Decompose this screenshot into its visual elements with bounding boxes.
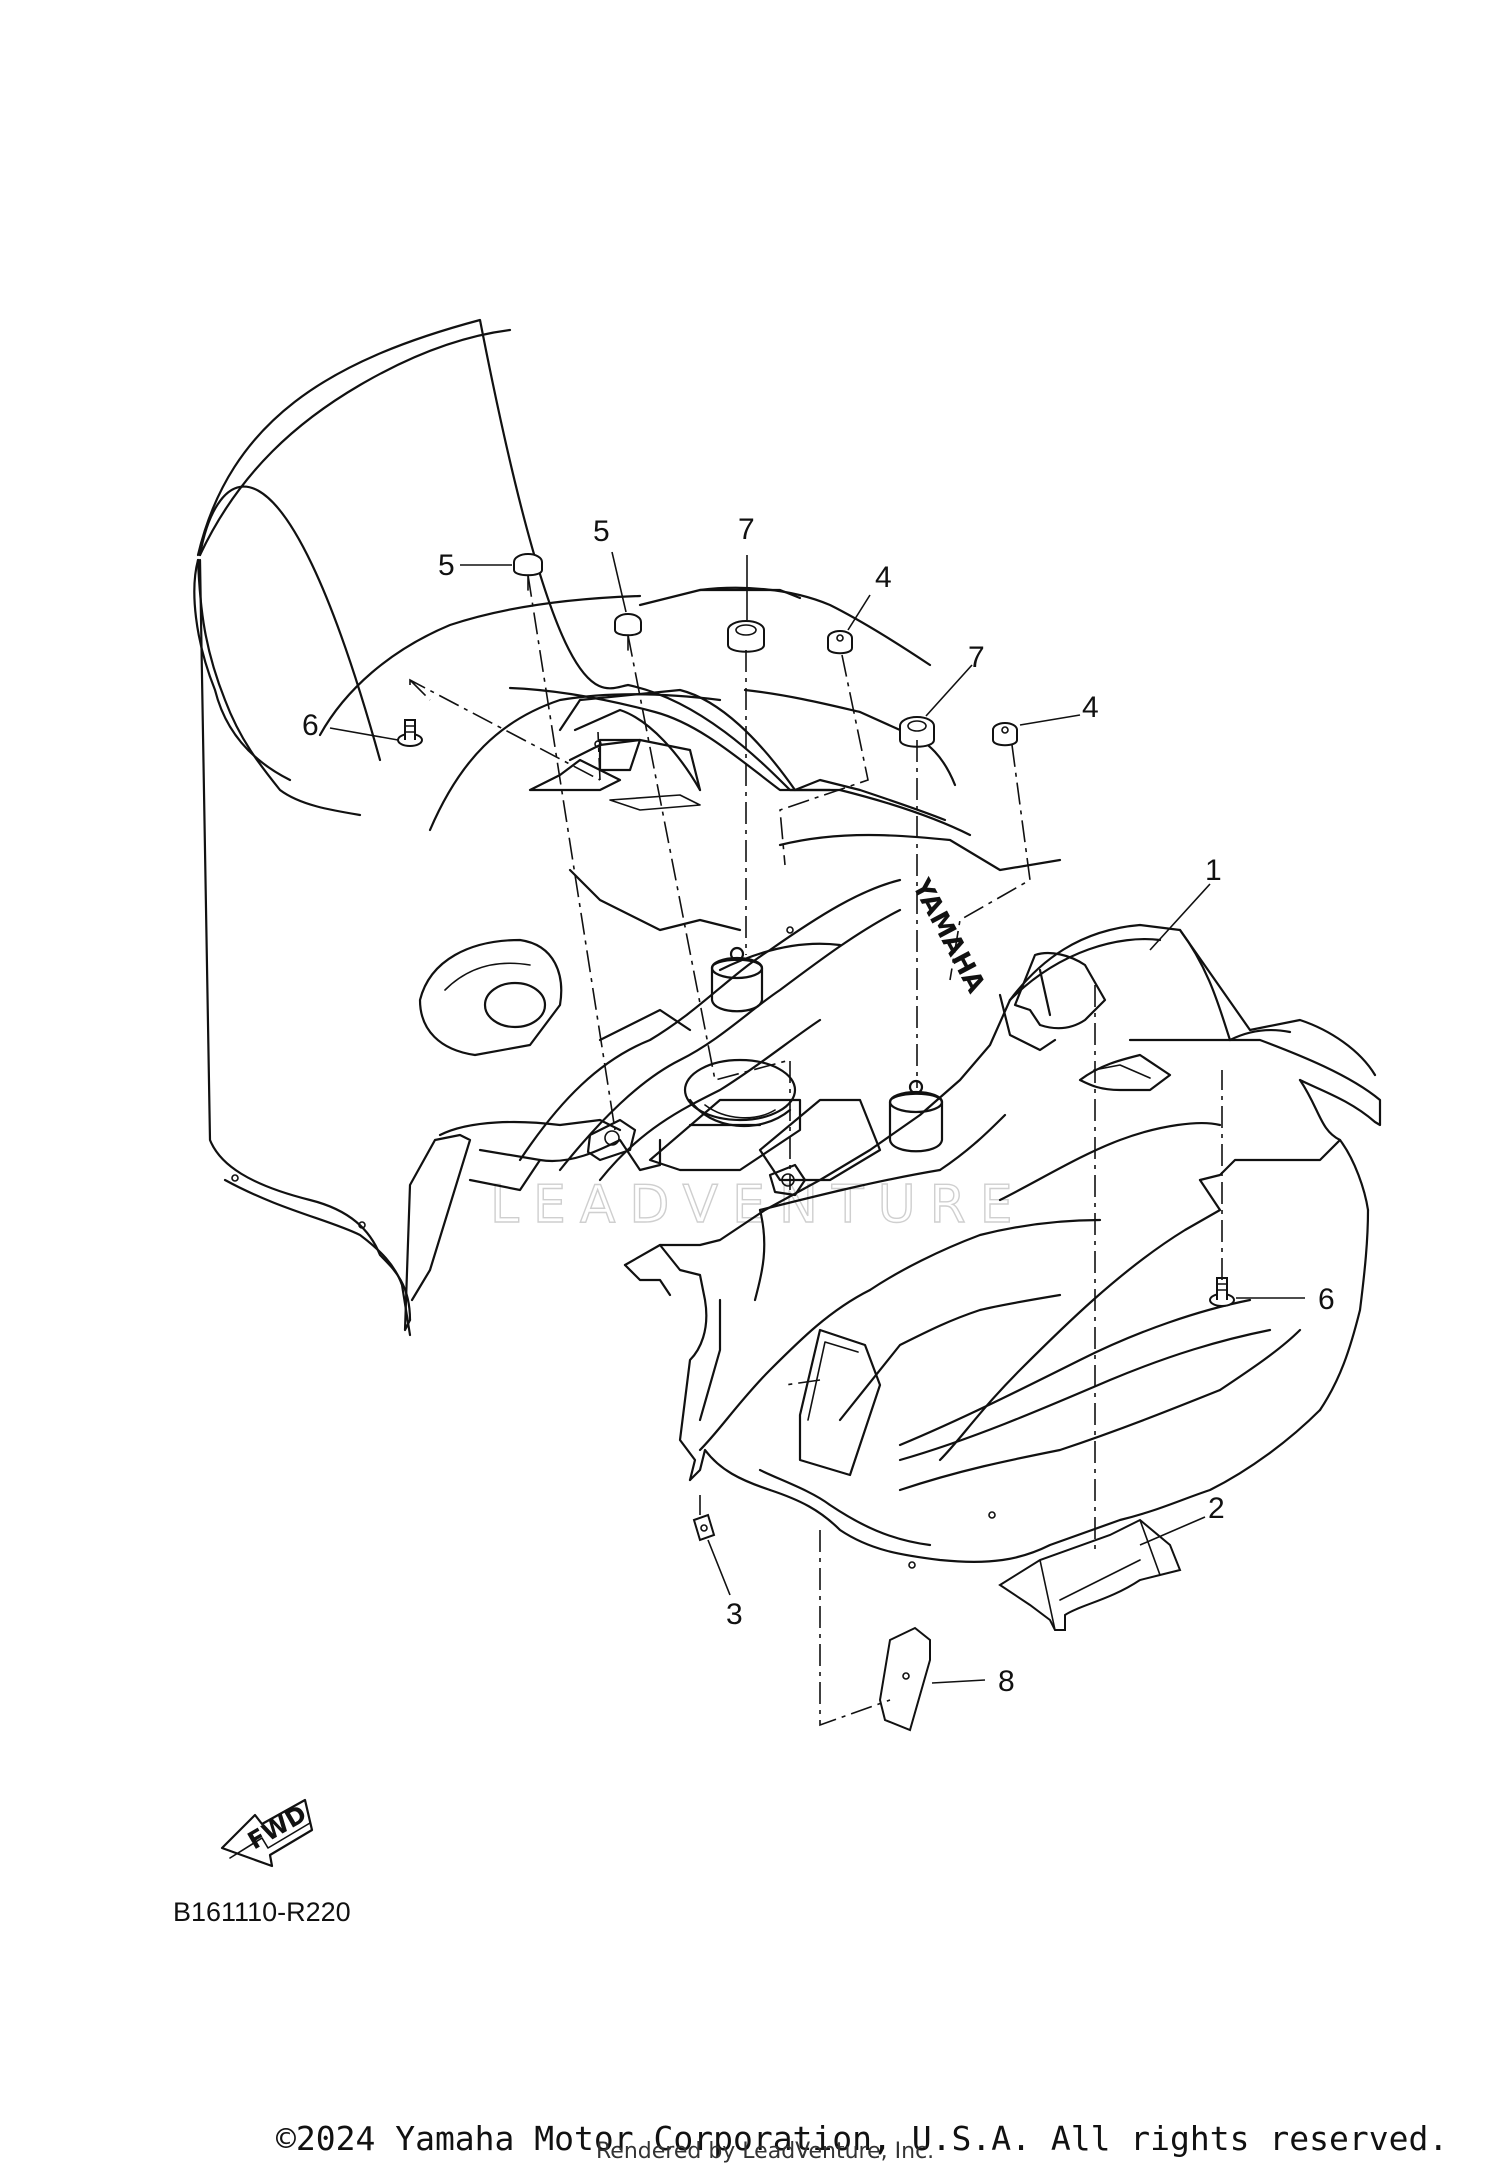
- screw-5-left[interactable]: [513, 553, 543, 591]
- bolt-6-right[interactable]: [1209, 1277, 1235, 1307]
- reflector-8[interactable]: [878, 1626, 931, 1732]
- callout-leaders: [329, 551, 1305, 1684]
- yamaha-brand-text: YAMAHA: [905, 873, 990, 998]
- callout-5-right: 5: [593, 515, 610, 548]
- grommet-7-left[interactable]: [727, 620, 765, 653]
- callout-6-right: 6: [1318, 1283, 1335, 1316]
- rear-fender[interactable]: YAMAHA: [193, 318, 1382, 1569]
- clip-nut-3[interactable]: [692, 1513, 716, 1542]
- callout-2: 2: [1208, 1492, 1225, 1525]
- mud-flap-2[interactable]: [998, 1518, 1182, 1631]
- fwd-arrow-icon: FWD: [220, 1798, 314, 1868]
- screw-5-right[interactable]: [614, 613, 642, 651]
- nut-4-left[interactable]: [827, 630, 853, 655]
- watermark-text: LEADVENTURE: [490, 1175, 1027, 1235]
- diagram-code: B161110-R220: [173, 1897, 351, 1927]
- callout-4-right: 4: [1082, 691, 1099, 724]
- callout-3: 3: [726, 1598, 743, 1631]
- callout-1: 1: [1205, 854, 1222, 887]
- callout-7-left: 7: [738, 513, 755, 546]
- callout-7-right: 7: [968, 641, 985, 674]
- rendered-by-text: Rendered by LeadVenture, Inc.: [596, 2139, 934, 2164]
- nut-4-right[interactable]: [992, 722, 1018, 747]
- copyright-text: ©2024 Yamaha Motor Corporation, U.S.A. A…: [276, 2119, 1448, 2158]
- assembly-lines: [409, 574, 1223, 1727]
- callout-5-left: 5: [438, 549, 455, 582]
- callout-8: 8: [998, 1665, 1015, 1698]
- callout-6-left: 6: [302, 709, 319, 742]
- grommet-7-right[interactable]: [899, 716, 935, 748]
- bolt-6-left[interactable]: [397, 719, 423, 747]
- callout-4-left: 4: [875, 561, 892, 594]
